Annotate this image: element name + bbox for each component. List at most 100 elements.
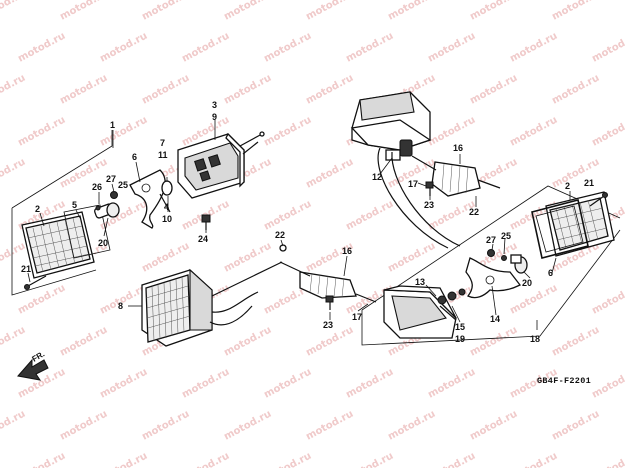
callout-13: 13 (415, 277, 425, 287)
callout-10: 10 (162, 214, 172, 224)
front-winker-right-assembly (350, 91, 501, 249)
callout-16: 16 (453, 143, 463, 153)
callout-2: 2 (565, 181, 570, 191)
watermark-text: motod.ru (468, 409, 519, 443)
callout-25: 25 (501, 231, 511, 241)
watermark-text: motod.ru (426, 31, 477, 65)
callout-21: 21 (584, 178, 594, 188)
watermark-text: motod.ru (222, 409, 273, 443)
watermark-text: motod.ru (304, 73, 355, 107)
callout-21: 21 (21, 264, 31, 274)
watermark-text: motod.ru (222, 0, 273, 23)
watermark-text: motod.ru (16, 451, 67, 468)
watermark-text: motod.ru (262, 199, 313, 233)
mounting-plate-right (465, 257, 521, 299)
lens-gasket-left (63, 204, 111, 259)
callout-2: 2 (35, 204, 40, 214)
watermark-text: motod.ru (468, 0, 519, 23)
callout-1: 1 (110, 120, 115, 130)
callout-25: 25 (118, 180, 128, 190)
watermark-text: motod.ru (0, 0, 27, 23)
callout-27: 27 (486, 235, 496, 245)
callout-12: 12 (372, 172, 382, 182)
watermark-text: motod.ru (16, 31, 67, 65)
mounting-plate-left (129, 169, 166, 229)
winker-stay-16-upper (377, 147, 501, 249)
callout-22: 22 (469, 207, 479, 217)
watermark-text: motod.ru (590, 115, 625, 149)
leader-lines (27, 120, 571, 330)
watermark-text: motod.ru (98, 367, 149, 401)
watermark-text: motod.ru (426, 115, 477, 149)
callout-24: 24 (198, 234, 208, 244)
rear-winker-left-assembly (141, 244, 377, 347)
bulb-socket-left (94, 191, 120, 219)
watermark-text: motod.ru (98, 451, 149, 468)
watermark-text: motod.ru (262, 115, 313, 149)
watermark-text: motod.ru (304, 409, 355, 443)
callout-19: 19 (455, 334, 465, 344)
callout-8: 8 (118, 301, 123, 311)
watermark-text: motod.ru (180, 367, 231, 401)
watermark-text: motod.ru (550, 0, 601, 23)
watermark-text: motod.ru (344, 451, 395, 468)
watermark-text: motod.ru (140, 0, 191, 23)
watermark-text: motod.ru (344, 367, 395, 401)
watermark-text: motod.ru (468, 73, 519, 107)
watermark-text: motod.ru (180, 451, 231, 468)
callout-17: 17 (352, 312, 362, 322)
callout-20: 20 (522, 278, 532, 288)
callout-labels: 1 2 5 21 26 27 25 20 6 4 10 7 11 3 9 24 … (21, 100, 594, 344)
watermark-text: motod.ru (16, 283, 67, 317)
watermark-text: motod.ru (0, 325, 27, 359)
watermark-text: motod.ru (344, 199, 395, 233)
watermark-text: motod.ru (140, 409, 191, 443)
callout-23: 23 (424, 200, 434, 210)
watermark-text: motod.ru (98, 115, 149, 149)
rear-winker-right-assembly (361, 185, 621, 346)
watermark-text: motod.ru (58, 0, 109, 23)
diagram-code: GB4F-F2201 (537, 376, 591, 386)
winker-housing-13 (383, 285, 457, 339)
watermark-text: motod.ru (140, 73, 191, 107)
callout-6: 6 (548, 268, 553, 278)
winker-lens-right (531, 191, 615, 259)
winker-stay-16-center (279, 244, 377, 310)
callout-3: 3 (212, 100, 217, 110)
watermark-text: motod.ru (16, 115, 67, 149)
watermark-text: motod.ru (508, 115, 559, 149)
callout-7: 7 (160, 138, 165, 148)
screw-21-left (24, 275, 47, 290)
watermark-text: motod.ru (386, 0, 437, 23)
callout-17: 17 (408, 179, 418, 189)
callout-14: 14 (490, 314, 500, 324)
winker-housing-left (177, 131, 265, 199)
callout-22: 22 (275, 230, 285, 240)
callout-5: 5 (72, 200, 77, 210)
watermark-text: motod.ru (550, 409, 601, 443)
watermark-text: motod.ru (508, 451, 559, 468)
watermark-text: motod.ru (98, 31, 149, 65)
callout-20: 20 (98, 238, 108, 248)
watermark-text: motod.ru (58, 325, 109, 359)
watermark-text: motod.ru (262, 451, 313, 468)
callout-16: 16 (342, 246, 352, 256)
winker-lens-left (21, 211, 95, 279)
watermark-text: motod.ru (58, 409, 109, 443)
front-winker-left-assembly (11, 130, 265, 296)
front-direction-arrow (17, 358, 49, 381)
watermark-text: motod.ru (0, 73, 27, 107)
callout-23: 23 (323, 320, 333, 330)
watermark-text: motod.ru (550, 325, 601, 359)
watermark-text: motod.ru (304, 0, 355, 23)
callout-11: 11 (158, 150, 168, 160)
watermark-text: motod.ru (262, 31, 313, 65)
watermark-text: motod.ru (508, 31, 559, 65)
watermark-text: motod.ru (58, 73, 109, 107)
watermark-text: motod.ru (590, 283, 625, 317)
watermark-text: motod.ru (426, 451, 477, 468)
callout-26: 26 (92, 182, 102, 192)
watermark-text: motod.ru (590, 367, 625, 401)
